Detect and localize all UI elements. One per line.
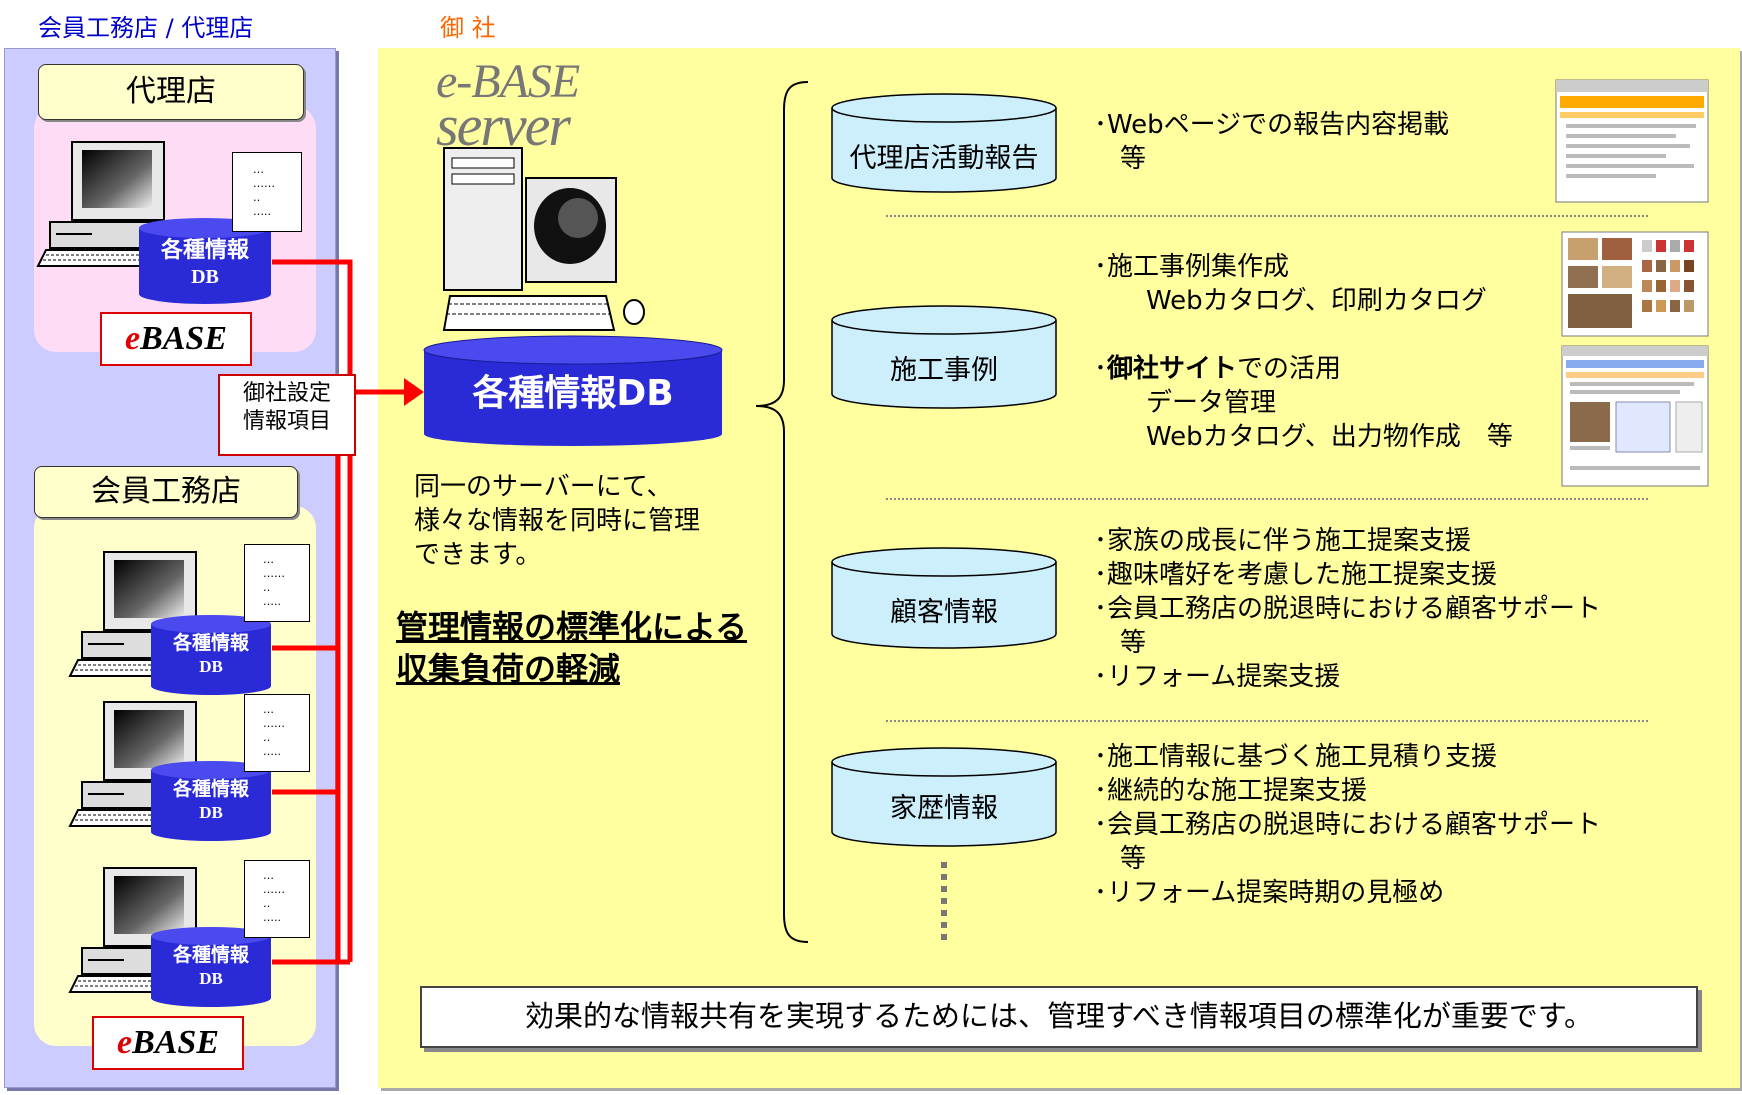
main-db-label: 各種情報DB [472, 373, 674, 414]
document-icon: … …… ‥ ….. [244, 860, 310, 938]
item-line: 等 [1094, 844, 1147, 874]
agency-title: 代理店 [38, 64, 304, 120]
item-line: ･施工事例集作成 [1094, 252, 1290, 282]
header-company: 御 社 [440, 14, 496, 42]
ebase-rest: BASE [140, 320, 228, 357]
db-label: 各種情報 DB [138, 238, 272, 290]
web-thumbnail-2 [1561, 345, 1709, 487]
separator [886, 215, 1648, 217]
db-label: 各種情報 DB [150, 632, 272, 678]
category-label: 施工事例 [890, 355, 998, 386]
member-db-shape [151, 615, 271, 695]
agency-db-shape [139, 218, 271, 304]
ebase-e: e [116, 1024, 133, 1061]
logo-line1: e-BASE [436, 55, 580, 108]
document-icon: … …… ‥ ….. [244, 544, 310, 622]
member-db-1: 各種情報 DB [150, 614, 272, 696]
item-line: ･リフォーム提案支援 [1094, 662, 1341, 692]
ebase-logo-member: eBASE [92, 1016, 244, 1070]
category-items: ･Webページでの報告内容掲載 等 [1094, 108, 1449, 176]
member-title: 会員工務店 [34, 466, 298, 518]
db-label-line1: 各種情報 [172, 778, 249, 800]
item-line [1094, 318, 1513, 352]
item-line: ･会員工務店の脱退時における顧客サポート [1094, 810, 1602, 840]
item-line: ･施工情報に基づく施工見積り支援 [1094, 742, 1498, 772]
item-line: データ管理 [1094, 388, 1277, 418]
ebase-rest: BASE [132, 1024, 220, 1061]
red-connectors [272, 259, 408, 965]
main-db-cylinder [423, 335, 723, 446]
item-line: ･会員工務店の脱退時における顧客サポート [1094, 594, 1602, 624]
note-line2: 情報項目 [242, 409, 331, 434]
desc-line1: 同一のサーバーにて、 [414, 472, 673, 502]
separator [886, 720, 1648, 722]
category-label: 代理店活動報告 [849, 143, 1039, 174]
catalog-thumbnail [1561, 231, 1709, 337]
company-settings-note: 御社設定 情報項目 [218, 374, 356, 456]
db-label-line2: DB [199, 969, 223, 988]
item-line: ･継続的な施工提案支援 [1094, 776, 1368, 806]
ebase-e: e [124, 320, 141, 357]
desc-line2: 様々な情報を同時に管理 [414, 506, 701, 536]
category-items: ･家族の成長に伴う施工提案支援 ･趣味嗜好を考慮した施工提案支援 ･会員工務店の… [1094, 524, 1601, 694]
logo-line2: server [436, 93, 571, 158]
item-line: ･趣味嗜好を考慮した施工提案支援 [1094, 560, 1498, 590]
category-items: ･施工情報に基づく施工見積り支援 ･継続的な施工提案支援 ･会員工務店の脱退時に… [1094, 740, 1601, 910]
member-db-3: 各種情報 DB [150, 926, 272, 1008]
standardization-emphasis: 管理情報の標準化による 収集負荷の軽減 [396, 606, 776, 690]
item-line: ･御社サイトでの活用 [1094, 352, 1513, 386]
desc-line3: できます。 [414, 540, 542, 570]
item-line: ･リフォーム提案時期の見極め [1094, 878, 1445, 908]
db-label-line1: 各種情報 [172, 944, 249, 966]
db-label-line1: 各種情報 [160, 238, 249, 263]
document-icon: … …… ‥ ….. [244, 694, 310, 772]
curly-brace [755, 81, 809, 943]
db-label-line2: DB [199, 803, 223, 822]
item-line: 等 [1094, 144, 1147, 174]
company-site-emphasis: 御社サイト [1107, 354, 1238, 384]
item-text: での活用 [1237, 354, 1342, 384]
center-description: 同一のサーバーにて、 様々な情報を同時に管理 できます。 [414, 470, 744, 572]
member-db-shape [151, 761, 271, 841]
member-db-2: 各種情報 DB [150, 760, 272, 842]
ebase-logo-agency: eBASE [100, 312, 252, 366]
member-db-shape [151, 927, 271, 1007]
item-line: ･Webページでの報告内容掲載 [1094, 110, 1450, 140]
item-line: Webカタログ、印刷カタログ [1094, 286, 1487, 316]
note-line1: 御社設定 [242, 381, 331, 406]
category-label: 家歴情報 [890, 793, 998, 824]
item-line: 等 [1094, 628, 1147, 658]
document-icon: … …… ‥ ….. [232, 152, 302, 232]
item-line: ･家族の成長に伴う施工提案支援 [1094, 526, 1472, 556]
header-member-agency: 会員工務店 / 代理店 [38, 14, 254, 42]
category-label: 顧客情報 [890, 597, 998, 628]
arrow-to-main-db [404, 378, 424, 406]
item-text: ･ [1094, 354, 1108, 384]
ebase-server-logo: e-BASE server [436, 55, 656, 158]
emph-line2: 収集負荷の軽減 [396, 650, 621, 688]
db-label-line2: DB [191, 266, 219, 288]
emph-line1: 管理情報の標準化による [396, 608, 748, 646]
category-items: ･施工事例集作成 Webカタログ、印刷カタログ ･御社サイトでの活用 データ管理… [1094, 250, 1513, 454]
category-cylinders [831, 93, 1057, 847]
web-thumbnail-1 [1555, 79, 1709, 203]
item-line: Webカタログ、出力物作成 等 [1094, 422, 1513, 452]
db-label: 各種情報 DB [150, 778, 272, 824]
bottom-message: 効果的な情報共有を実現するためには、管理すべき情報項目の標準化が重要です。 [420, 986, 1698, 1048]
db-label: 各種情報 DB [150, 944, 272, 990]
db-label-line1: 各種情報 [172, 632, 249, 654]
agency-db: 各種情報 DB [138, 216, 272, 306]
db-label-line2: DB [199, 657, 223, 676]
server-computer [442, 147, 645, 331]
separator [886, 498, 1648, 500]
